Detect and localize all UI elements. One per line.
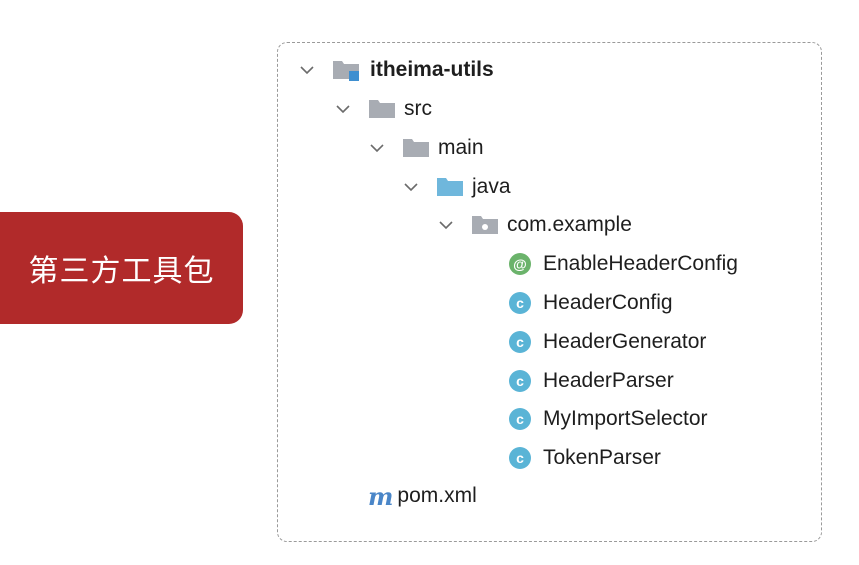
chevron-down-icon[interactable] [368,139,386,157]
tree-node-package[interactable]: com.example [437,210,632,240]
project-tree-panel: itheima-utils src main [277,42,822,542]
java-label: java [472,175,511,198]
folder-icon [402,137,430,159]
tree-node-src[interactable]: src [334,94,432,124]
tree-file-header-generator[interactable]: c HeaderGenerator [509,327,706,357]
package-folder-icon [471,214,499,236]
chevron-down-icon[interactable] [437,216,455,234]
tree-node-project-root[interactable]: itheima-utils [298,55,494,85]
tree-file-enable-header-config[interactable]: @ EnableHeaderConfig [509,249,738,279]
module-folder-icon [332,58,362,82]
chevron-down-icon[interactable] [334,100,352,118]
folder-icon [368,98,396,120]
class-icon: c [509,408,531,430]
class-icon: c [509,447,531,469]
tree-node-main[interactable]: main [368,133,484,163]
annotation-icon: @ [509,253,531,275]
file-label: HeaderConfig [543,291,673,314]
class-icon: c [509,292,531,314]
class-icon: c [509,370,531,392]
tree-file-header-config[interactable]: c HeaderConfig [509,288,673,318]
tree-file-header-parser[interactable]: c HeaderParser [509,366,674,396]
chevron-down-icon[interactable] [298,61,316,79]
pom-label: pom.xml [397,484,477,507]
main-label: main [438,136,484,159]
tree-file-token-parser[interactable]: c TokenParser [509,443,661,473]
third-party-toolkit-label: 第三方工具包 [0,212,243,324]
file-label: HeaderGenerator [543,330,707,353]
tree-file-pom[interactable]: m pom.xml [368,481,477,511]
source-root-folder-icon [436,176,464,198]
file-label: TokenParser [543,446,661,469]
file-label: EnableHeaderConfig [543,252,738,275]
project-root-label: itheima-utils [370,58,494,81]
src-label: src [404,97,432,120]
file-label: MyImportSelector [543,407,708,430]
file-label: HeaderParser [543,369,674,392]
class-icon: c [509,331,531,353]
tree-node-java[interactable]: java [402,172,511,202]
maven-icon: m [368,481,393,511]
chevron-down-icon[interactable] [402,178,420,196]
tree-file-my-import-selector[interactable]: c MyImportSelector [509,404,708,434]
package-label: com.example [507,213,632,236]
